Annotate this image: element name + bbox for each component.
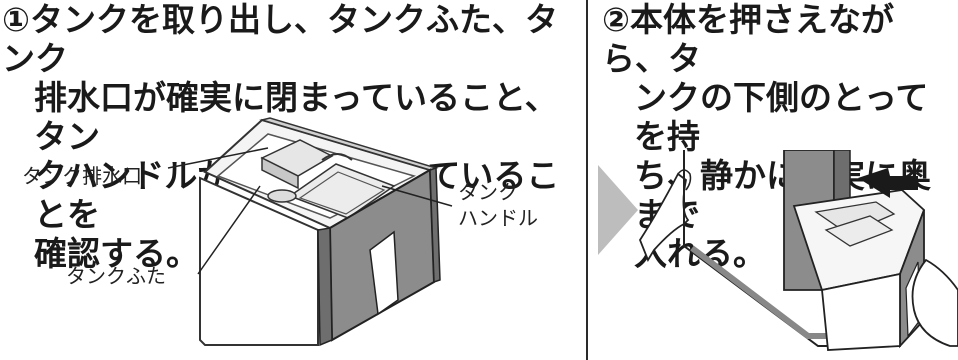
callout-handle-line1: タンク (458, 180, 518, 204)
step2-line-1: ②本体を押さえながら、タ (602, 0, 894, 78)
callout-lid: タンクふた (66, 264, 166, 288)
step-arrow-icon (598, 165, 638, 255)
section-divider (586, 0, 588, 360)
callout-drain: タンク排水口 (22, 164, 142, 188)
step1-line-1: ①タンクを取り出し、タンクふた、タンク (2, 0, 558, 78)
callout-line-handle (381, 185, 453, 207)
callout-line-drain (167, 147, 269, 169)
tank-illustration (167, 117, 453, 347)
push-arrow-icon (858, 168, 918, 198)
step1-line-4: 確認する。 (34, 234, 199, 273)
step2-number: ② (602, 0, 630, 39)
step1-line-2: 排水口が確実に閉まっていること、タン (34, 78, 558, 156)
callout-handle-line2: ハンドル (458, 206, 538, 230)
callout-line-lid (197, 185, 261, 275)
right-hand-icon (911, 258, 958, 347)
step1-number: ① (2, 0, 30, 39)
tank-front-face (199, 176, 319, 346)
tank-handle-plate (288, 163, 396, 219)
step2-line-2: ンクの下側のとってを持 (634, 78, 929, 156)
left-hand-icon (638, 172, 690, 263)
insert-illustration (598, 150, 958, 351)
